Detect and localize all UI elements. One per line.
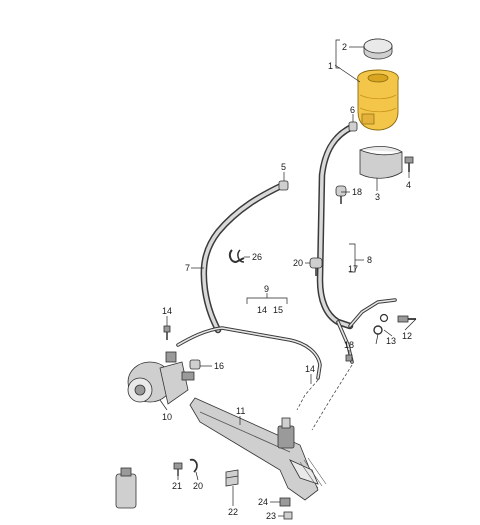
callout-2: 2 — [342, 42, 347, 52]
callout-1: 1 — [328, 61, 333, 71]
callout-11: 11 — [236, 406, 245, 416]
callout-6: 6 — [350, 105, 355, 115]
callout-labels: 2 1 6 3 4 5 18 7 26 20 8 17 9 14 15 12 1… — [162, 42, 412, 521]
callout-17: 15 — [273, 305, 283, 315]
callout-18-lower: 18 — [344, 340, 354, 350]
reservoir-cap — [363, 38, 393, 60]
nut-24 — [283, 511, 293, 520]
callout-20-upper: 18 — [352, 187, 362, 197]
callout-15: 14 — [162, 306, 172, 316]
hose-clamp-5 — [278, 180, 289, 191]
holder-20-upper — [335, 185, 347, 204]
clip-21 — [189, 458, 198, 473]
hose-clamp-6 — [348, 121, 358, 132]
callout-20-lower: 20 — [293, 258, 303, 268]
callout-4: 4 — [406, 180, 411, 190]
bolt-12 — [397, 315, 416, 323]
clip-23 — [225, 469, 239, 487]
callout-13: 13 — [386, 336, 396, 346]
return-line — [336, 298, 397, 364]
connection-dash-right — [311, 364, 353, 431]
callout-12: 12 — [402, 331, 412, 341]
callout-21: 20 — [193, 481, 203, 491]
callout-7: 7 — [185, 263, 190, 273]
callout-3: 3 — [375, 192, 380, 202]
suction-hose — [200, 181, 287, 334]
callout-5: 5 — [281, 162, 286, 172]
callout-23: 22 — [228, 507, 238, 517]
leader-lines — [159, 39, 417, 517]
callout-26: 26 — [252, 252, 262, 262]
reservoir — [357, 69, 399, 131]
bolt-15 — [163, 325, 171, 340]
callout-9: 9 — [264, 284, 269, 294]
bolt-25 — [279, 497, 291, 507]
clip-26 — [228, 249, 245, 264]
return-hose — [316, 123, 356, 330]
callout-16: 16 — [214, 361, 224, 371]
callout-22: 21 — [172, 481, 182, 491]
reservoir-bracket — [359, 146, 403, 179]
callout-18-upper: 17 — [348, 264, 358, 274]
fluid-bottle — [115, 467, 137, 509]
callout-14-lower: 14 — [305, 364, 315, 374]
callout-25: 24 — [258, 497, 268, 507]
fitting-18 — [345, 354, 353, 362]
bolt-4 — [404, 156, 414, 172]
fitting-16 — [189, 359, 201, 370]
steering-rack — [189, 397, 327, 501]
seal-13b — [379, 313, 389, 323]
seal-13 — [373, 325, 383, 335]
connection-dash-left — [296, 379, 319, 411]
pressure-line — [176, 326, 322, 380]
bolt-22 — [173, 462, 183, 476]
steering-pump — [127, 351, 195, 405]
callout-24: 23 — [266, 511, 276, 521]
callout-10: 10 — [162, 412, 172, 422]
callout-14-upper: 14 — [257, 305, 267, 315]
callout-8: 8 — [367, 255, 372, 265]
